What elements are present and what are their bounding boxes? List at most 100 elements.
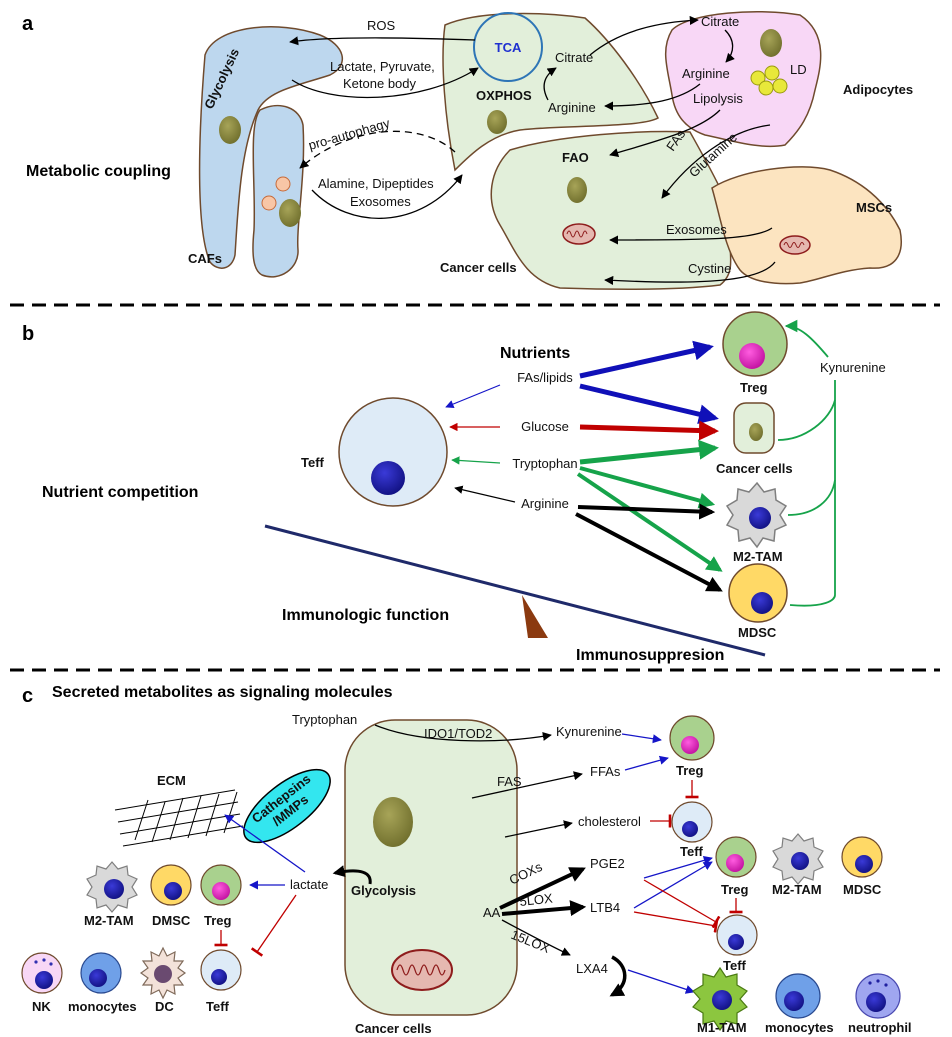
- lox5-arrow: [501, 900, 587, 917]
- ffas-label: FFAs: [590, 764, 621, 779]
- panel-b: b Nutrient competition Nutrients Teff FA…: [22, 311, 886, 664]
- dmsc-label: DMSC: [152, 913, 191, 928]
- adipocytes-label: Adipocytes: [843, 82, 913, 97]
- arginine-citrate-arrow: [543, 67, 557, 101]
- exosomes-caf-label: Exosomes: [350, 194, 411, 209]
- balance-fulcrum: [522, 595, 548, 638]
- ltb4-teff-inhibit: [633, 911, 719, 933]
- treg-mid-label: Treg: [721, 882, 749, 897]
- nk-label: NK: [32, 999, 51, 1014]
- cancer-cells-label: Cancer cells: [440, 260, 517, 275]
- arginine-cancer-label: Arginine: [548, 100, 596, 115]
- tryptophan-teff-arrow: [451, 456, 501, 465]
- teff-cell: [338, 397, 448, 507]
- lipid-droplet-icon: [750, 65, 788, 96]
- balance-beam: [264, 524, 766, 657]
- oxphos-label: OXPHOS: [476, 88, 532, 103]
- nutrient-glucose: Glucose: [521, 419, 569, 434]
- aa-label: AA: [483, 905, 501, 920]
- lox15-arrow: [501, 919, 571, 956]
- caf-cell-upper: [198, 26, 344, 269]
- m2tam-right-nucleus-icon: [791, 852, 809, 870]
- caf-nucleus-icon: [279, 199, 301, 227]
- ecm-label: ECM: [157, 773, 186, 788]
- lactate-ecm-arrow: [224, 814, 306, 873]
- nutrients-heading: Nutrients: [500, 345, 570, 362]
- kynurenine-collector: [789, 380, 836, 607]
- monocytes-left-label: monocytes: [68, 999, 137, 1014]
- panel-a-title: Metabolic coupling: [26, 163, 171, 180]
- teff-left-nucleus-icon: [211, 969, 227, 985]
- teff-mid-label: Teff: [723, 958, 747, 973]
- cathepsins-badge: Cathepsins /MMPs: [243, 768, 331, 844]
- cystine-arrow: [604, 261, 776, 285]
- teff-top-label: Teff: [680, 844, 704, 859]
- autophagosome-icon: [275, 176, 291, 192]
- teff-left-label: Teff: [206, 999, 230, 1014]
- tryptophan-cancer-arrow: [579, 439, 719, 465]
- arginine-mdsc-arrow: [575, 512, 723, 592]
- immunosuppression-label: Immunosuppresion: [576, 647, 724, 664]
- lox5-label: 5LOX: [519, 891, 554, 909]
- fas-treg-arrow: [579, 340, 714, 379]
- pro-autophagy-arrow: [299, 130, 456, 169]
- nutrient-tryptophan: Tryptophan: [512, 456, 577, 471]
- ffas-treg-arrow: [624, 755, 669, 771]
- arginine-adipo-label: Arginine: [682, 66, 730, 81]
- citrate-arginine-arrow: [724, 29, 735, 63]
- pge2-label: PGE2: [590, 856, 625, 871]
- neutrophil-label: neutrophil: [848, 1020, 912, 1035]
- adipocyte-nucleus-icon: [760, 29, 782, 57]
- neutrophil-granules-icon: [868, 979, 888, 987]
- fas-arrow: [609, 109, 721, 158]
- dc-label: DC: [155, 999, 174, 1014]
- cancer-nucleus-icon: [749, 423, 763, 441]
- neutrophil-nucleus-icon: [866, 992, 886, 1012]
- ros-arrow: [289, 36, 476, 46]
- treg-left-nucleus-icon: [212, 882, 230, 900]
- teff-top-nucleus-icon: [682, 821, 698, 837]
- coxs-arrow: [499, 867, 586, 910]
- treg-top-nucleus-icon: [681, 736, 699, 754]
- ecm-mesh-icon: [114, 789, 244, 847]
- panel-b-title: Nutrient competition: [42, 484, 198, 501]
- citrate-adipo-label: Citrate: [701, 14, 739, 29]
- lactate-label: Lactate, Pyruvate,: [330, 59, 435, 74]
- lactate-label: lactate: [290, 877, 328, 892]
- arginine-m2tam-arrow: [577, 503, 716, 520]
- kynurenine-treg-arrow-c: [621, 733, 662, 744]
- nk-granules-icon: [34, 958, 53, 966]
- treg-label: Treg: [740, 380, 768, 395]
- panel-a-letter: a: [22, 13, 34, 35]
- m1tam-nucleus-icon: [712, 990, 732, 1010]
- m2tam-label: M2-TAM: [733, 549, 783, 564]
- panel-c-letter: c: [22, 685, 33, 707]
- mitochondrion-icon: [779, 235, 811, 255]
- cholesterol-label: cholesterol: [578, 814, 641, 829]
- ld-label: LD: [790, 62, 807, 77]
- alamine-label: Alamine, Dipeptides: [318, 176, 434, 191]
- monocytes-right-label: monocytes: [765, 1020, 834, 1035]
- citrate-export-arrow: [589, 15, 699, 56]
- ido-label: IDO1/TOD2: [424, 726, 492, 741]
- treg-mid-nucleus-icon: [726, 854, 744, 872]
- panel-c-title: Secreted metabolites as signaling molecu…: [52, 684, 393, 701]
- m2tam-nucleus-icon: [749, 507, 771, 529]
- ltb4-treg-arrow: [633, 861, 713, 909]
- msc-cell: [711, 166, 902, 285]
- panel-c: c Secreted metabolites as signaling mole…: [21, 684, 912, 1036]
- nk-nucleus-icon: [35, 971, 53, 989]
- autophagosome-icon: [261, 195, 277, 211]
- tca-label: TCA: [495, 40, 522, 55]
- lxa4-label: LXA4: [576, 961, 608, 976]
- kynurenine-treg-arrow: [784, 319, 829, 358]
- glycolysis-c-label: Glycolysis: [351, 883, 416, 898]
- fas-c-label: FAS: [497, 774, 522, 789]
- cancer-nucleus-icon: [567, 177, 587, 203]
- pge2-treg-arrow: [643, 855, 713, 879]
- caf-cell-lower: [252, 104, 305, 278]
- cancer-kynurenine-line: [777, 399, 836, 441]
- mdsc-label: MDSC: [738, 625, 777, 640]
- cancer-nucleus-icon: [373, 797, 413, 847]
- kynurenine-label: Kynurenine: [820, 360, 886, 375]
